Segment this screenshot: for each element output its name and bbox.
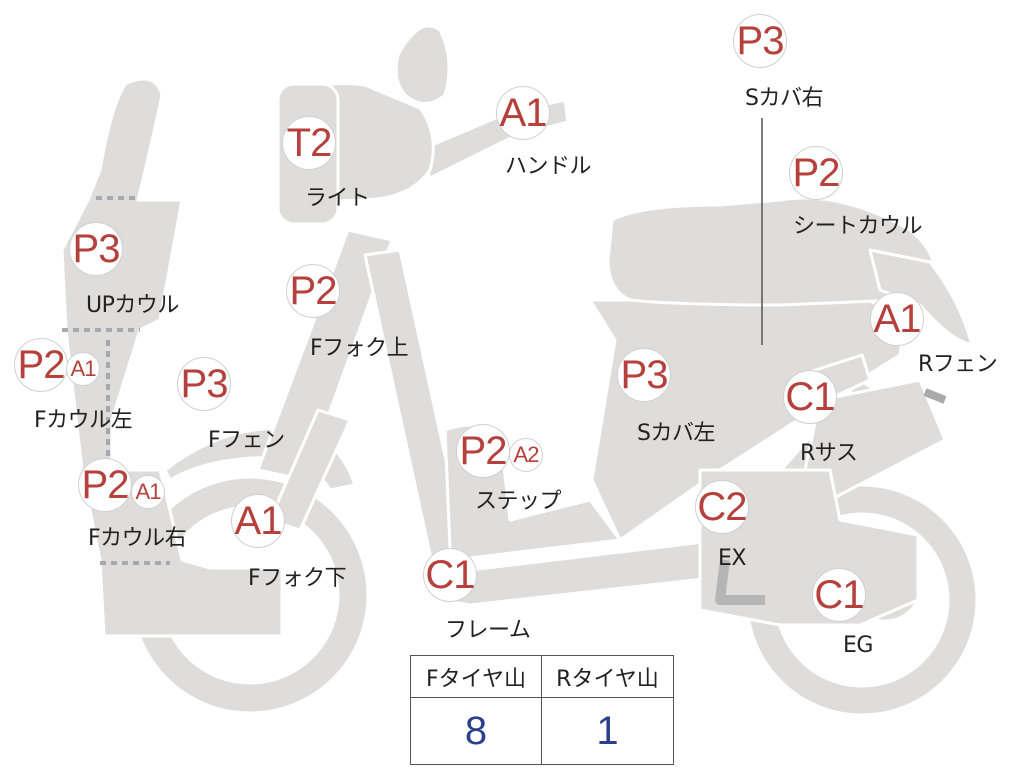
frame-grade: C1 <box>423 548 477 602</box>
f-fork-upper-label: Fフォク上 <box>310 336 409 361</box>
rear-tread-value: 1 <box>596 708 619 753</box>
f-cowl-right-grade: P2 <box>78 458 132 512</box>
f-fender-label: Fフェン <box>208 428 285 453</box>
s-cover-left-label: Sカバ左 <box>637 421 715 446</box>
r-suspension-label: Rサス <box>800 441 858 466</box>
engine-grade: C1 <box>812 568 866 622</box>
windscreen <box>394 24 451 105</box>
seat-cowl-grade: P2 <box>789 146 843 200</box>
f-fork-lower-grade: A1 <box>231 494 285 548</box>
f-cowl-left-grade2: A1 <box>66 352 100 386</box>
front-tread-header: Fタイヤ山 <box>411 656 542 698</box>
s-cover-right-grade: P3 <box>733 14 787 68</box>
exhaust-grade: C2 <box>695 480 749 534</box>
f-cowl-right-label: Fカウル右 <box>88 526 187 551</box>
light-label: ライト <box>305 186 370 211</box>
seat-cowl-tail <box>868 248 974 347</box>
light-grade: T2 <box>282 116 336 170</box>
engine-cover <box>803 378 947 502</box>
front-tread-value: 8 <box>411 698 542 764</box>
seat-cowl-label: シートカウル <box>793 214 923 239</box>
step-grade: P2 <box>456 424 510 478</box>
f-fork-lower-label: Fフォク下 <box>248 566 347 591</box>
up-cowl-grade: P3 <box>69 222 123 276</box>
tread-header-row: Fタイヤ山 Rタイヤ山 <box>411 656 673 698</box>
s-cover-left-grade: P3 <box>617 348 671 402</box>
s-cover-right-label: Sカバ右 <box>745 86 823 111</box>
f-cowl-right-grade2: A1 <box>131 475 165 509</box>
f-fork-upper-grade: P2 <box>286 264 340 318</box>
engine-label: EG <box>843 633 873 658</box>
f-cowl-left-grade: P2 <box>14 338 68 392</box>
exhaust-pipe <box>715 559 765 605</box>
up-cowl-label: UPカウル <box>86 293 179 318</box>
exhaust-label: EX <box>718 546 746 571</box>
handle-grade: A1 <box>496 86 550 140</box>
f-cowl-left-label: Fカウル左 <box>34 408 133 433</box>
seat <box>606 196 937 307</box>
tire-tread-table: Fタイヤ山 Rタイヤ山 8 1 <box>410 655 674 765</box>
r-suspension-grade: C1 <box>783 370 837 424</box>
handle-label: ハンドル <box>505 154 592 179</box>
r-fender-grade: A1 <box>870 292 924 346</box>
rear-tread-header: Rタイヤ山 <box>542 656 673 698</box>
frame-label: フレーム <box>445 618 531 643</box>
tread-value-row: 8 1 <box>411 698 673 764</box>
front-fork-lower <box>268 408 352 532</box>
f-fender-grade: P3 <box>177 357 231 411</box>
step-label: ステップ <box>475 489 562 514</box>
step-grade2: A2 <box>509 438 543 472</box>
r-fender-label: Rフェン <box>918 352 998 377</box>
